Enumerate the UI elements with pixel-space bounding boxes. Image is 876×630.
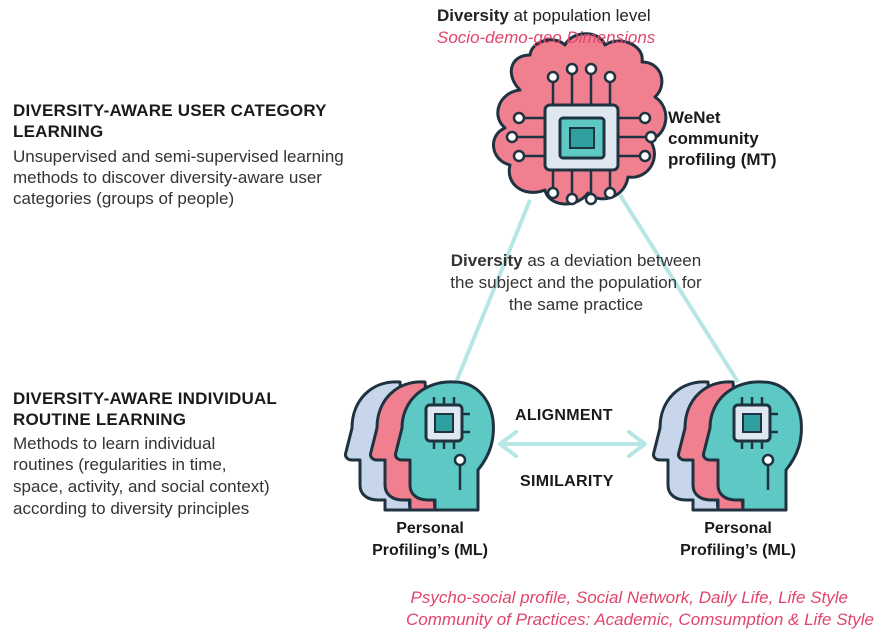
personal-profiling-right-2: Profiling’s (ML) <box>680 542 796 559</box>
deviation-rest: as a deviation between <box>522 251 702 270</box>
category-learning-body-2: methods to discover diversity-aware user <box>13 168 322 187</box>
deviation-text-1: Diversity as a deviation between <box>396 251 756 271</box>
deviation-text-2: the subject and the population for <box>450 273 702 292</box>
personal-profiling-left-2: Profiling’s (ML) <box>372 542 488 559</box>
double-arrow-icon <box>498 430 647 458</box>
link-top-left <box>453 199 532 386</box>
routine-learning-body-4: according to diversity principles <box>13 499 250 518</box>
routine-learning-body-3: space, activity, and social context) <box>13 477 270 496</box>
category-learning-body-1: Unsupervised and semi-supervised learnin… <box>13 147 344 166</box>
alignment-label: ALIGNMENT <box>515 407 613 424</box>
population-dimensions-subtitle: Socio-demo-geo Dimensions <box>437 28 656 47</box>
routine-learning-heading: DIVERSITY-AWARE INDIVIDUAL <box>13 389 278 408</box>
population-diversity-rest: at population level <box>508 6 651 25</box>
brain-chip-icon <box>492 32 668 206</box>
population-diversity-bold: Diversity <box>437 6 509 25</box>
similarity-label: SIMILARITY <box>520 473 614 490</box>
personal-profiling-right-1: Personal <box>704 520 772 537</box>
deviation-text-3: the same practice <box>508 295 644 314</box>
category-learning-heading: DIVERSITY-AWARE USER CATEGORY <box>13 101 327 120</box>
category-learning-body-3: categories (groups of people) <box>13 189 235 208</box>
community-profiling-label-3: profiling (MT) <box>668 150 777 169</box>
routine-learning-body-2: routines (regularities in time, <box>13 455 227 474</box>
deviation-bold: Diversity <box>450 251 523 270</box>
footer-community-practices: Community of Practices: Academic, Comsum… <box>406 610 874 629</box>
community-profiling-label-2: community <box>668 129 759 148</box>
footer-profile-dimensions: Psycho-social profile, Social Network, D… <box>410 588 848 607</box>
head-profiles-chip-icon <box>652 380 803 512</box>
link-top-right <box>618 193 740 384</box>
routine-learning-heading-2: ROUTINE LEARNING <box>13 410 187 429</box>
category-learning-heading-2: LEARNING <box>13 122 104 141</box>
personal-profiling-left-1: Personal <box>396 520 464 537</box>
community-profiling-label-1: WeNet <box>668 108 721 127</box>
population-diversity-title: Diversity at population level <box>437 6 651 26</box>
routine-learning-body-1: Methods to learn individual <box>13 434 216 453</box>
head-profiles-chip-icon <box>344 380 495 512</box>
